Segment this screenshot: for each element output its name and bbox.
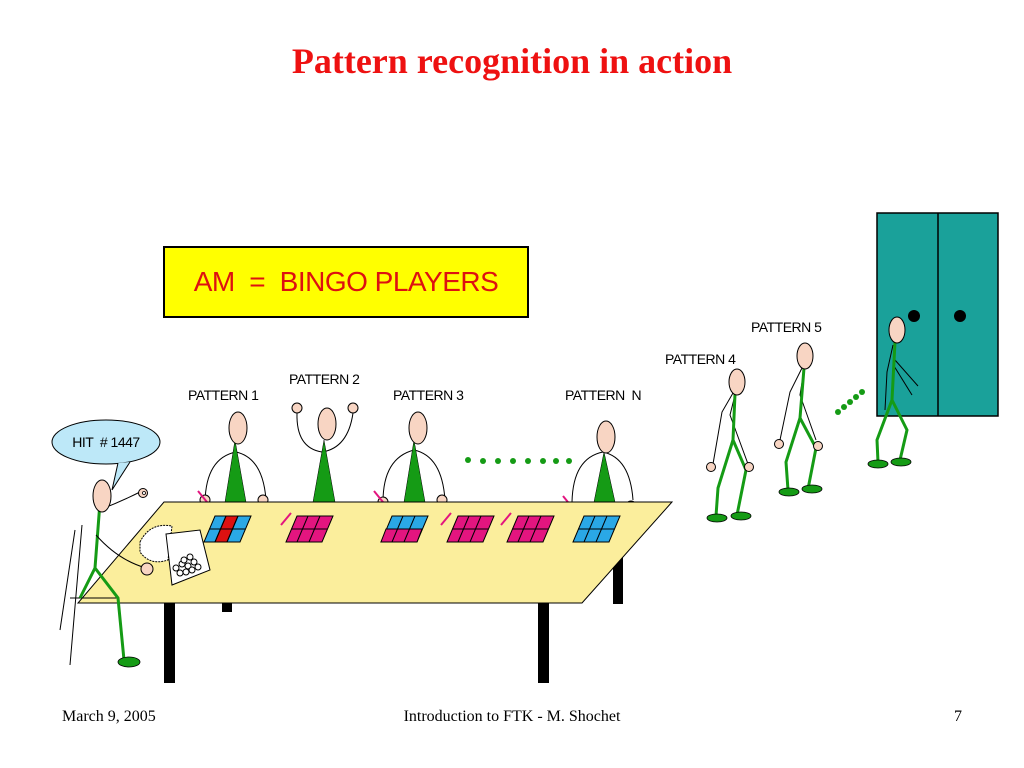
bingo-card-2 <box>280 512 334 543</box>
door-knob-icon <box>954 310 966 322</box>
door-knob-icon <box>908 310 920 322</box>
seated-player-n <box>562 420 637 513</box>
pattern-label-n: PATTERN N <box>565 387 642 403</box>
seated-player-3 <box>373 411 448 508</box>
page-number: 7 <box>954 708 962 725</box>
bingo-card-3 <box>380 515 429 543</box>
seated-player-2 <box>291 402 359 503</box>
hit-bubble-text: HIT # 1447 <box>72 434 140 450</box>
walking-player-4 <box>706 368 754 523</box>
door <box>876 212 999 417</box>
walking-player-5 <box>774 342 823 497</box>
walking-dots <box>835 389 865 415</box>
pattern-label-4: PATTERN 4 <box>665 351 736 367</box>
slide-title: Pattern recognition in action <box>291 41 733 81</box>
pattern-label-3: PATTERN 3 <box>393 387 464 403</box>
pattern-label-2: PATTERN 2 <box>289 371 360 387</box>
caller-figure <box>59 479 154 668</box>
walking-player-door <box>867 316 919 469</box>
bingo-card-6 <box>572 515 621 543</box>
am-bingo-box: AM = BINGO PLAYERS <box>163 246 529 318</box>
seated-player-1 <box>197 411 269 508</box>
footer-date: March 9, 2005 <box>62 708 156 725</box>
bingo-card-4 <box>440 512 495 543</box>
footer-center: Introduction to FTK - M. Shochet <box>403 708 621 725</box>
ellipsis-dots <box>465 457 572 464</box>
ball-cage <box>139 524 211 586</box>
pattern-label-5: PATTERN 5 <box>751 319 822 335</box>
table-legs <box>164 528 623 683</box>
pattern-label-1: PATTERN 1 <box>188 387 259 403</box>
speech-bubble <box>51 419 161 491</box>
bingo-card-1 <box>203 515 252 543</box>
bingo-card-5 <box>500 512 555 543</box>
